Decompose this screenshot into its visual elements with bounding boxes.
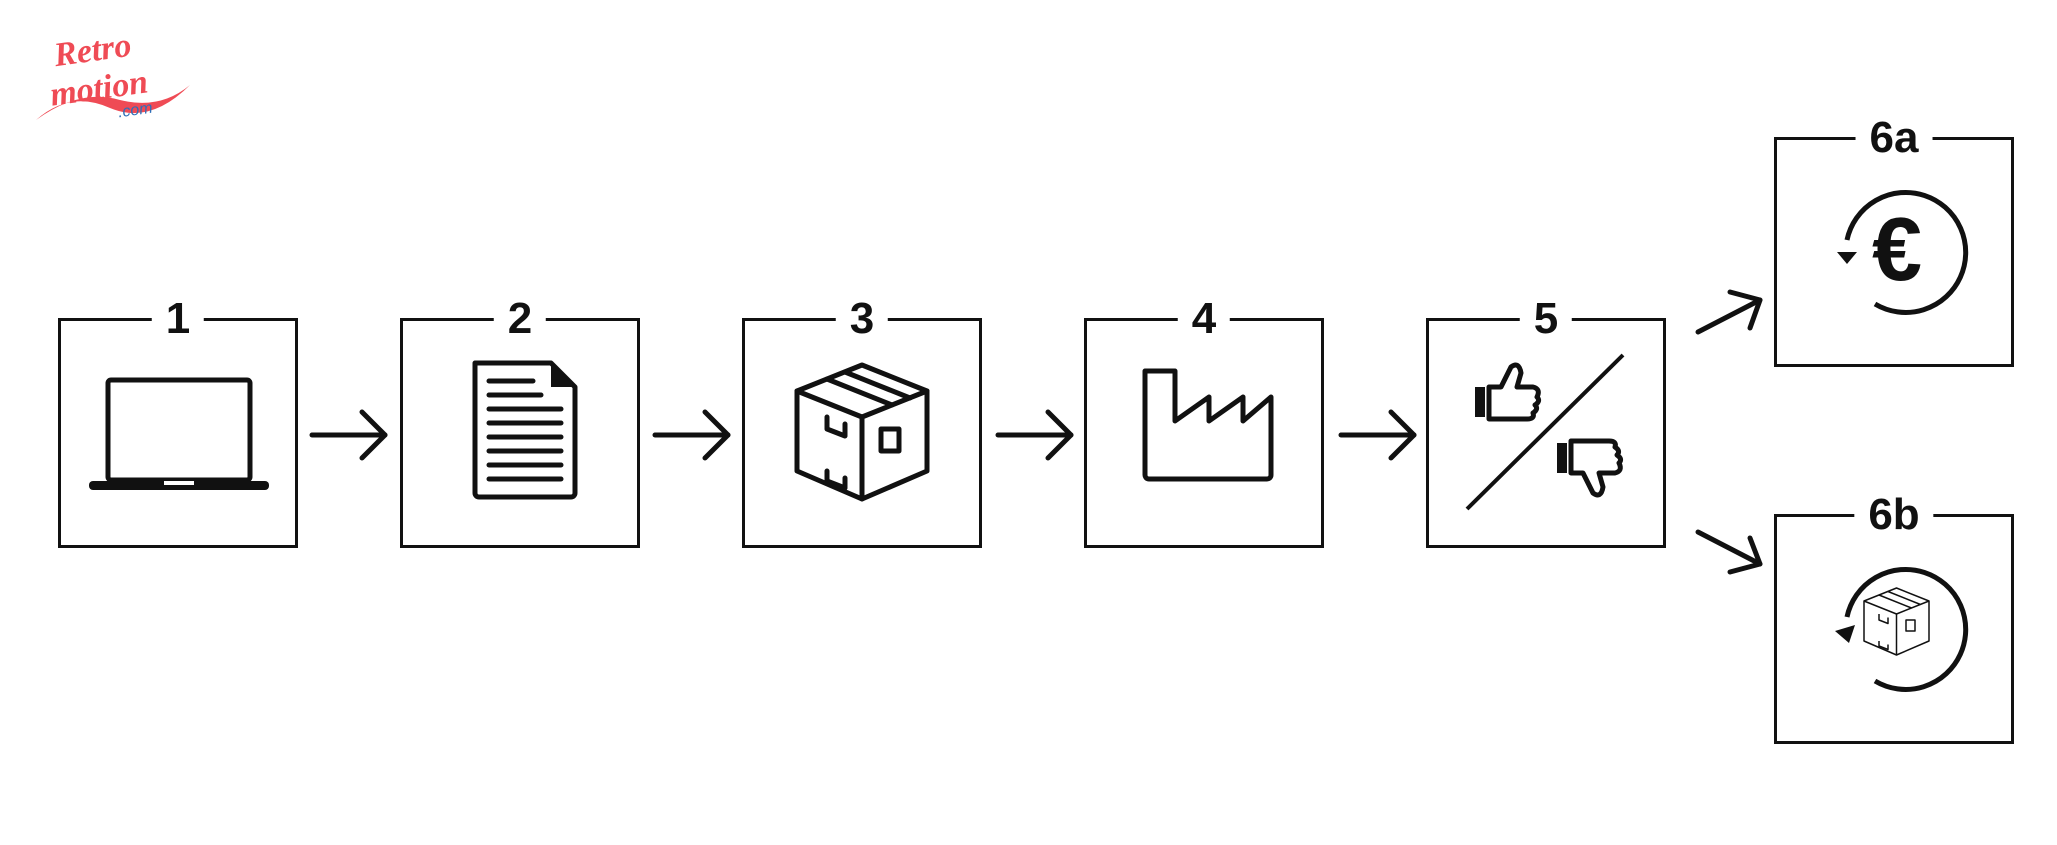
step-3-box: 3 bbox=[742, 295, 982, 548]
package-icon bbox=[794, 362, 930, 502]
arrow-3-4 bbox=[995, 409, 1074, 461]
step-label: 6a bbox=[1855, 114, 1933, 162]
step-1-box: 1 bbox=[58, 295, 298, 548]
arrow-5-6a bbox=[1695, 289, 1763, 335]
logo-swoosh bbox=[36, 85, 190, 120]
laptop-icon bbox=[89, 377, 269, 490]
step-label: 3 bbox=[835, 295, 889, 343]
step-2-box: 2 bbox=[400, 295, 640, 548]
step-label: 4 bbox=[1177, 295, 1231, 343]
arrow-5-6b bbox=[1695, 529, 1763, 575]
factory-icon bbox=[1142, 368, 1274, 482]
thumbs-up-down-icon bbox=[1465, 353, 1625, 511]
step-6a-box: 6a € bbox=[1774, 114, 2014, 367]
step-6b-box: 6b bbox=[1774, 491, 2014, 744]
thumbs-up-icon bbox=[1475, 362, 1542, 422]
step-label: 5 bbox=[1519, 295, 1573, 343]
arrow-2-3 bbox=[652, 409, 731, 461]
svg-text:€: € bbox=[1872, 200, 1922, 300]
step-label: 2 bbox=[493, 295, 547, 343]
package-return-icon bbox=[1835, 566, 1969, 692]
euro-refund-icon: € bbox=[1837, 189, 1969, 315]
retromotion-logo: Retro motion .com bbox=[30, 27, 200, 130]
document-icon bbox=[472, 360, 578, 500]
step-4-box: 4 bbox=[1084, 295, 1324, 548]
step-5-box: 5 bbox=[1426, 295, 1666, 548]
arrow-1-2 bbox=[309, 409, 388, 461]
arrow-4-5 bbox=[1338, 409, 1417, 461]
step-label: 6b bbox=[1854, 491, 1934, 539]
thumbs-down-icon bbox=[1557, 438, 1624, 498]
step-label: 1 bbox=[151, 295, 205, 343]
